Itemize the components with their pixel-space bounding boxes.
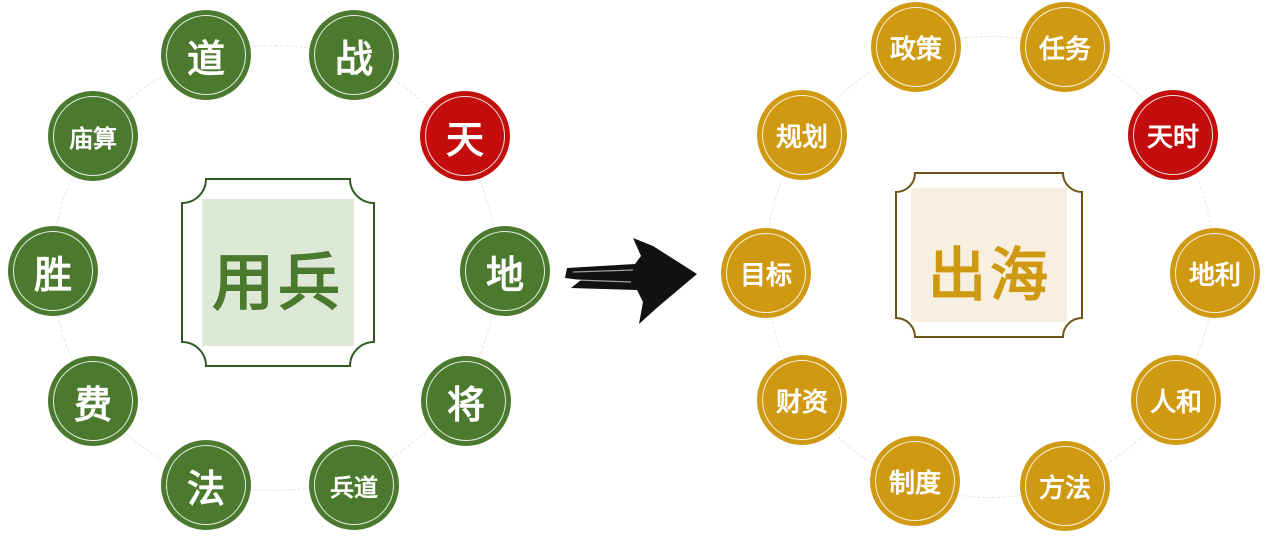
node-sheng: 胜 <box>8 226 98 316</box>
node-miaosuan: 庙算 <box>48 91 138 181</box>
node-tian: 天 <box>420 91 510 181</box>
node-fa: 法 <box>161 440 251 530</box>
brush-arrow-icon <box>565 238 697 324</box>
node-fei: 费 <box>48 356 138 446</box>
node-guihua: 规划 <box>757 90 847 180</box>
right-center-title: 出海 <box>928 241 1053 309</box>
node-tianshi: 天时 <box>1128 90 1218 180</box>
node-caizi: 财资 <box>757 355 847 445</box>
node-dao: 道 <box>161 10 251 100</box>
node-bingdao: 兵道 <box>309 440 399 530</box>
node-fangfa: 方法 <box>1020 441 1110 531</box>
node-zhidu: 制度 <box>870 436 960 526</box>
node-dili: 地利 <box>1170 228 1260 318</box>
left-center-title: 用兵 <box>212 246 345 319</box>
node-renwu: 任务 <box>1020 2 1110 92</box>
node-jiang: 将 <box>421 356 511 446</box>
node-zhengce: 政策 <box>871 2 961 92</box>
node-renhe: 人和 <box>1131 355 1221 445</box>
node-di: 地 <box>460 226 550 316</box>
node-zhan: 战 <box>309 10 399 100</box>
right-center-frame <box>895 172 1083 338</box>
left-center-frame <box>181 178 375 367</box>
node-mubiao: 目标 <box>721 228 811 318</box>
